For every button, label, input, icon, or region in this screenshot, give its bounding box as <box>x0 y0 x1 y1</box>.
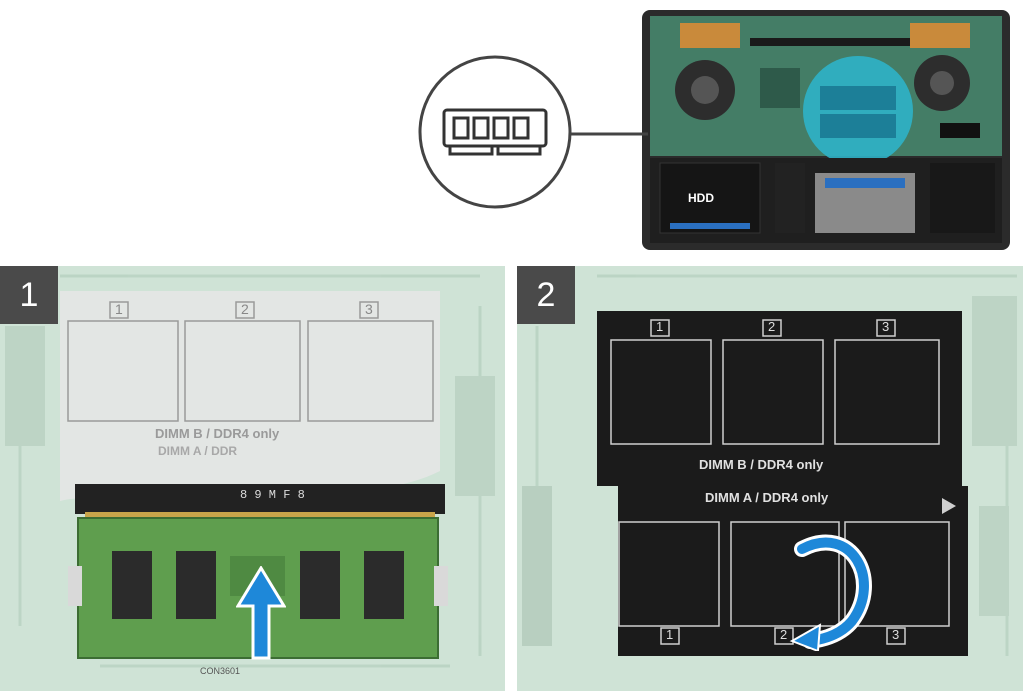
memory-icon <box>440 106 550 162</box>
step1-connector-bottom: CON3601 <box>200 666 241 676</box>
step1-dimm-a-text: DIMM A / DDR <box>158 444 238 458</box>
step1-shield-label-2: 2 <box>241 301 249 317</box>
step2-badge: 2 <box>517 266 575 324</box>
step1-shield-label-3: 3 <box>365 301 373 317</box>
step1-panel: 1 2 3 DIMM B / DDR4 only DIMM A / DDR 8 … <box>0 266 505 691</box>
step2-bottom-label-2: 2 <box>780 627 788 642</box>
step2-top-label-3: 3 <box>882 319 890 334</box>
step1-badge: 1 <box>0 266 58 324</box>
step2-bottom-label-3: 3 <box>892 627 900 642</box>
press-down-arrow-icon <box>789 534 872 651</box>
step1-shield-label-1: 1 <box>115 301 123 317</box>
step2-dimm-b-text: DIMM B / DDR4 only <box>699 457 824 472</box>
laptop-overview: HDD <box>640 8 1012 252</box>
step1-dimm-b-text: DIMM B / DDR4 only <box>155 426 280 441</box>
step2-dimm-a-text: DIMM A / DDR4 only <box>705 490 829 505</box>
step1-connector-code: 8 9 M F 8 <box>240 488 305 502</box>
step2-panel: 1 2 3 DIMM B / DDR4 only DIMM A / DDR4 o… <box>517 266 1023 691</box>
step2-top-label-1: 1 <box>656 319 664 334</box>
insert-up-arrow-icon <box>236 566 286 660</box>
step2-bottom-label-1: 1 <box>666 627 674 642</box>
laptop-board-illustration <box>642 10 1010 250</box>
hdd-label: HDD <box>688 191 714 205</box>
step2-top-label-2: 2 <box>768 319 776 334</box>
